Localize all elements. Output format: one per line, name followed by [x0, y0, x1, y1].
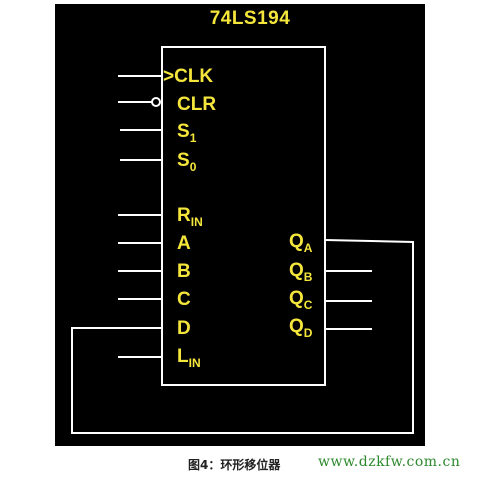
pin-label-b: B [177, 261, 191, 282]
pin-label-s1: S1 [177, 121, 197, 145]
pin-label-qb: QB [289, 260, 313, 284]
pin-label-d: D [177, 318, 191, 339]
pin-label-s0: S0 [177, 150, 197, 174]
inversion-bubble [151, 97, 161, 107]
website-watermark: www.dzkfw.com.cn [318, 454, 461, 470]
diagram-background [55, 4, 425, 446]
pin-label-lin: LIN [177, 346, 201, 370]
pin-label-clr: CLR [177, 94, 217, 115]
pin-label-rin: RIN [177, 205, 203, 229]
feedback-wire [71, 239, 414, 434]
pin-label-qd: QD [289, 316, 313, 340]
pin-label-qc: QC [289, 288, 313, 312]
chip-title: 74LS194 [209, 8, 291, 29]
pin-label-c: C [177, 289, 191, 310]
figure-caption: 图4：环形移位器 [188, 458, 281, 472]
pin-label-clk: >CLK [163, 66, 214, 87]
pin-label-a: A [177, 233, 191, 254]
pin-label-qa: QA [289, 231, 313, 255]
